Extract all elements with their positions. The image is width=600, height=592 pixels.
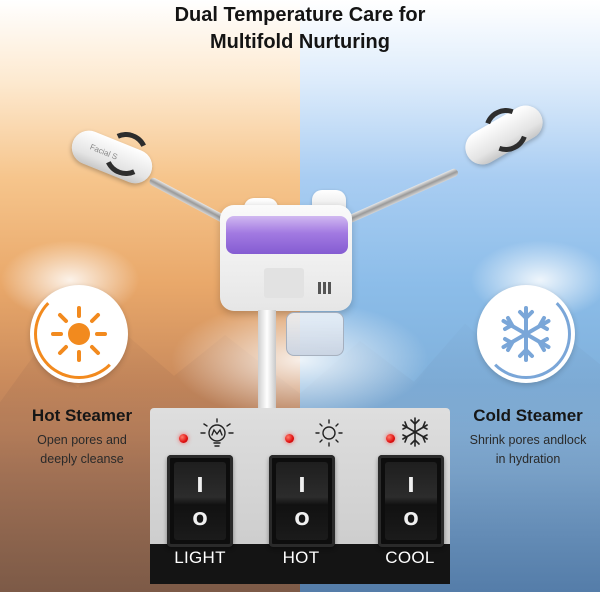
aroma-bottle [286,312,344,356]
switch-label-cool: COOL [385,548,435,567]
off-mark: O [192,509,208,530]
vent-slot [328,282,331,294]
cold-steamer-desc: Shrink pores andlock in hydration [458,431,598,469]
headline: Dual Temperature Care for Multifold Nurt… [0,2,600,56]
sun-outline-icon [315,419,343,447]
light-rocker[interactable] [174,462,226,540]
control-panel [264,268,304,298]
hot-rocker[interactable] [276,462,328,540]
vent-slot [318,282,321,294]
cool-switch[interactable]: I O [378,455,444,547]
snowflake-icon [402,417,428,447]
off-mark: O [403,509,419,530]
water-tank [226,216,348,254]
light-switch[interactable]: I O [167,455,233,547]
cold-icon-badge [477,285,575,383]
on-mark: I [196,473,204,497]
indicator-led [386,434,395,443]
cold-desc-line2: in hydration [495,452,561,466]
indicator-led [285,434,294,443]
headline-line2: Multifold Nurturing [210,31,390,53]
hot-ring [34,289,124,379]
hot-icon-badge [30,285,128,383]
lightbulb-icon [200,418,234,447]
cold-desc-line1: Shrink pores andlock [469,433,587,447]
hot-steamer-title: Hot Steamer [31,406,133,425]
switch-label-bar [150,544,450,584]
off-mark: O [294,509,310,530]
hot-switch[interactable]: I O [269,455,335,547]
headline-line1: Dual Temperature Care for [174,4,426,26]
cold-ring [481,289,571,379]
vent-slot [323,282,326,294]
snowflake-icon [501,306,551,362]
hot-steamer-desc: Open pores and deeply cleanse [12,431,152,469]
on-mark: I [298,473,306,497]
indicator-led [179,434,188,443]
sun-icon [51,306,107,362]
on-mark: I [407,473,415,497]
switch-label-light: LIGHT [174,548,226,567]
cool-rocker[interactable] [385,462,437,540]
hot-desc-line2: deeply cleanse [40,452,124,466]
hot-desc-line1: Open pores and [37,433,127,447]
switch-label-hot: HOT [282,548,320,567]
cold-steamer-title: Cold Steamer [473,406,583,425]
stand-pole [258,310,276,410]
